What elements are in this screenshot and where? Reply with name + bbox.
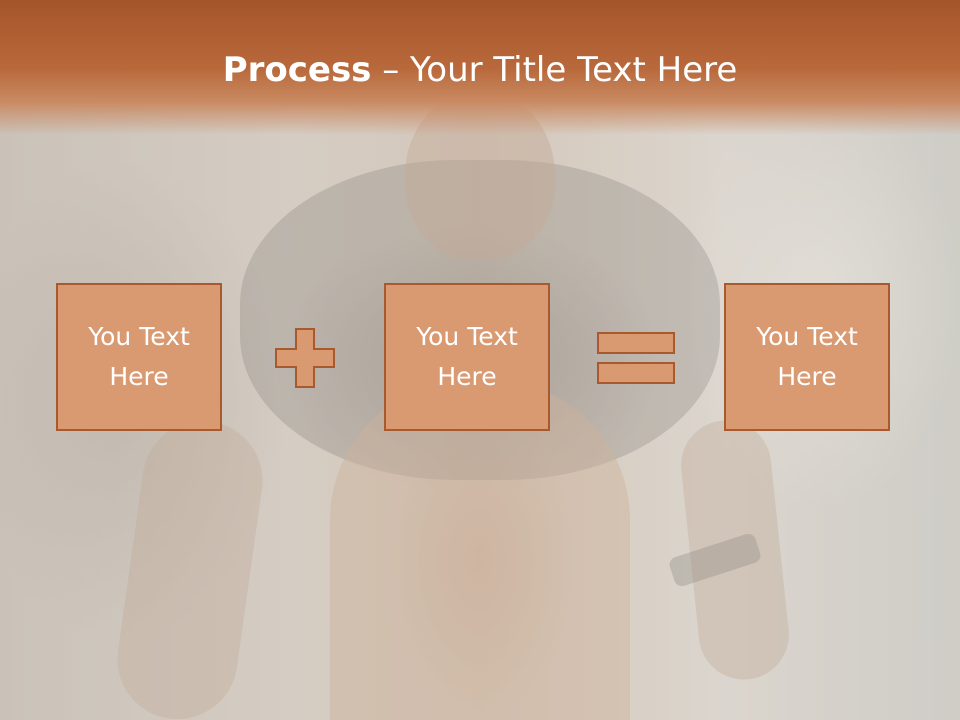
figure-torso-shape — [330, 380, 630, 720]
plus-icon — [275, 328, 335, 388]
title-bar — [0, 0, 960, 135]
process-box-3[interactable]: You Text Here — [724, 283, 890, 431]
process-box-2[interactable]: You Text Here — [384, 283, 550, 431]
process-box-3-label: You Text Here — [756, 322, 858, 391]
process-box-1-label: You Text Here — [88, 322, 190, 391]
process-box-2-label: You Text Here — [416, 322, 518, 391]
equals-icon — [597, 332, 675, 384]
title-strong-text: Process — [222, 50, 372, 90]
slide-title[interactable]: Process – Your Title Text Here — [0, 50, 960, 90]
process-box-1[interactable]: You Text Here — [56, 283, 222, 431]
title-rest-text: – Your Title Text Here — [371, 50, 738, 90]
